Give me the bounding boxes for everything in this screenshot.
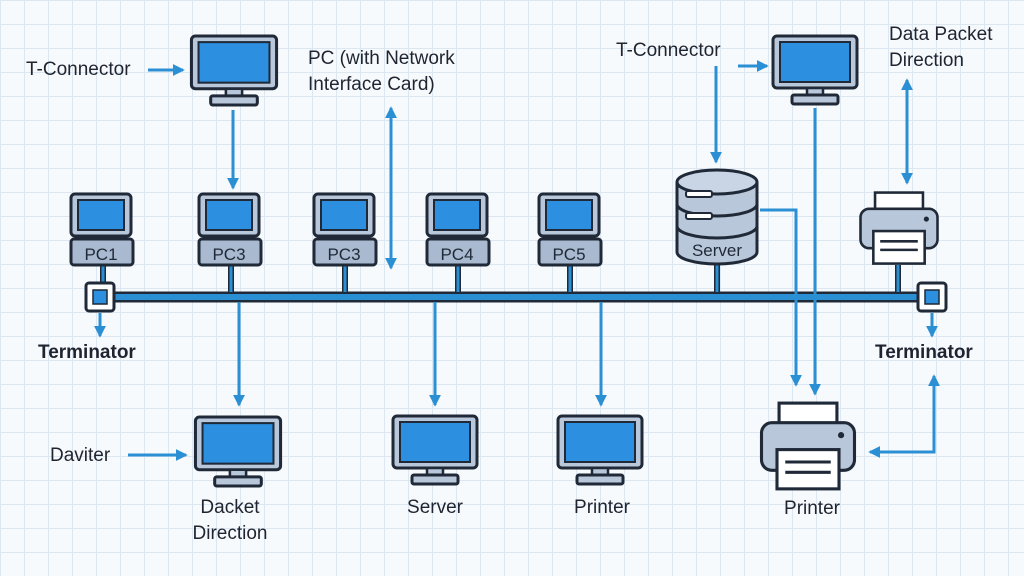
bus-drops: [100, 265, 901, 292]
monitor-top-right: [771, 34, 859, 106]
pc2-label: PC3: [212, 245, 245, 264]
monitor-bottom-daviter: [193, 415, 283, 488]
pc5-label: PC5: [552, 245, 585, 264]
t-connector-right-label: T-Connector: [616, 40, 721, 61]
printer-bottom-node: [759, 401, 857, 491]
printer-bottom-mid-label: Printer: [574, 497, 630, 518]
daviter-label: Daviter: [50, 445, 111, 466]
printer-bus-node: [859, 191, 939, 265]
t-connector-left-label: T-Connector: [26, 59, 131, 80]
pc5-node: PC5: [537, 192, 603, 267]
pc2-node: PC3: [197, 192, 263, 267]
server-label: Server: [692, 241, 742, 260]
terminator-right-box: [916, 281, 948, 313]
terminator-left-label: Terminator: [38, 342, 136, 363]
pc1-label: PC1: [84, 245, 117, 264]
pc3-node: PC3: [312, 192, 378, 267]
data-packet-direction-line2: Direction: [889, 50, 964, 71]
pc-nic-label-line2: Interface Card): [308, 74, 435, 95]
monitor-bottom-printer: [556, 414, 644, 486]
dacket-direction-line1: Dacket: [200, 497, 260, 518]
pc4-label: PC4: [440, 245, 473, 264]
pc3-label: PC3: [327, 245, 360, 264]
monitor-bottom-server: [391, 414, 479, 486]
terminator-left-box: [84, 281, 116, 313]
data-packet-direction-line1: Data Packet: [889, 24, 993, 45]
terminator-right-label: Terminator: [875, 342, 973, 363]
printer-bottom-right-label: Printer: [784, 498, 840, 519]
pc4-node: PC4: [425, 192, 491, 267]
connection-arrows: [94, 60, 940, 461]
pc-nic-label-line1: PC (with Network: [308, 48, 455, 69]
server-node: Server: [675, 168, 759, 266]
server-bottom-label: Server: [407, 497, 463, 518]
monitor-top-left: [189, 34, 279, 107]
dacket-direction-line2: Direction: [192, 523, 268, 544]
pc1-node: PC1: [69, 192, 135, 267]
